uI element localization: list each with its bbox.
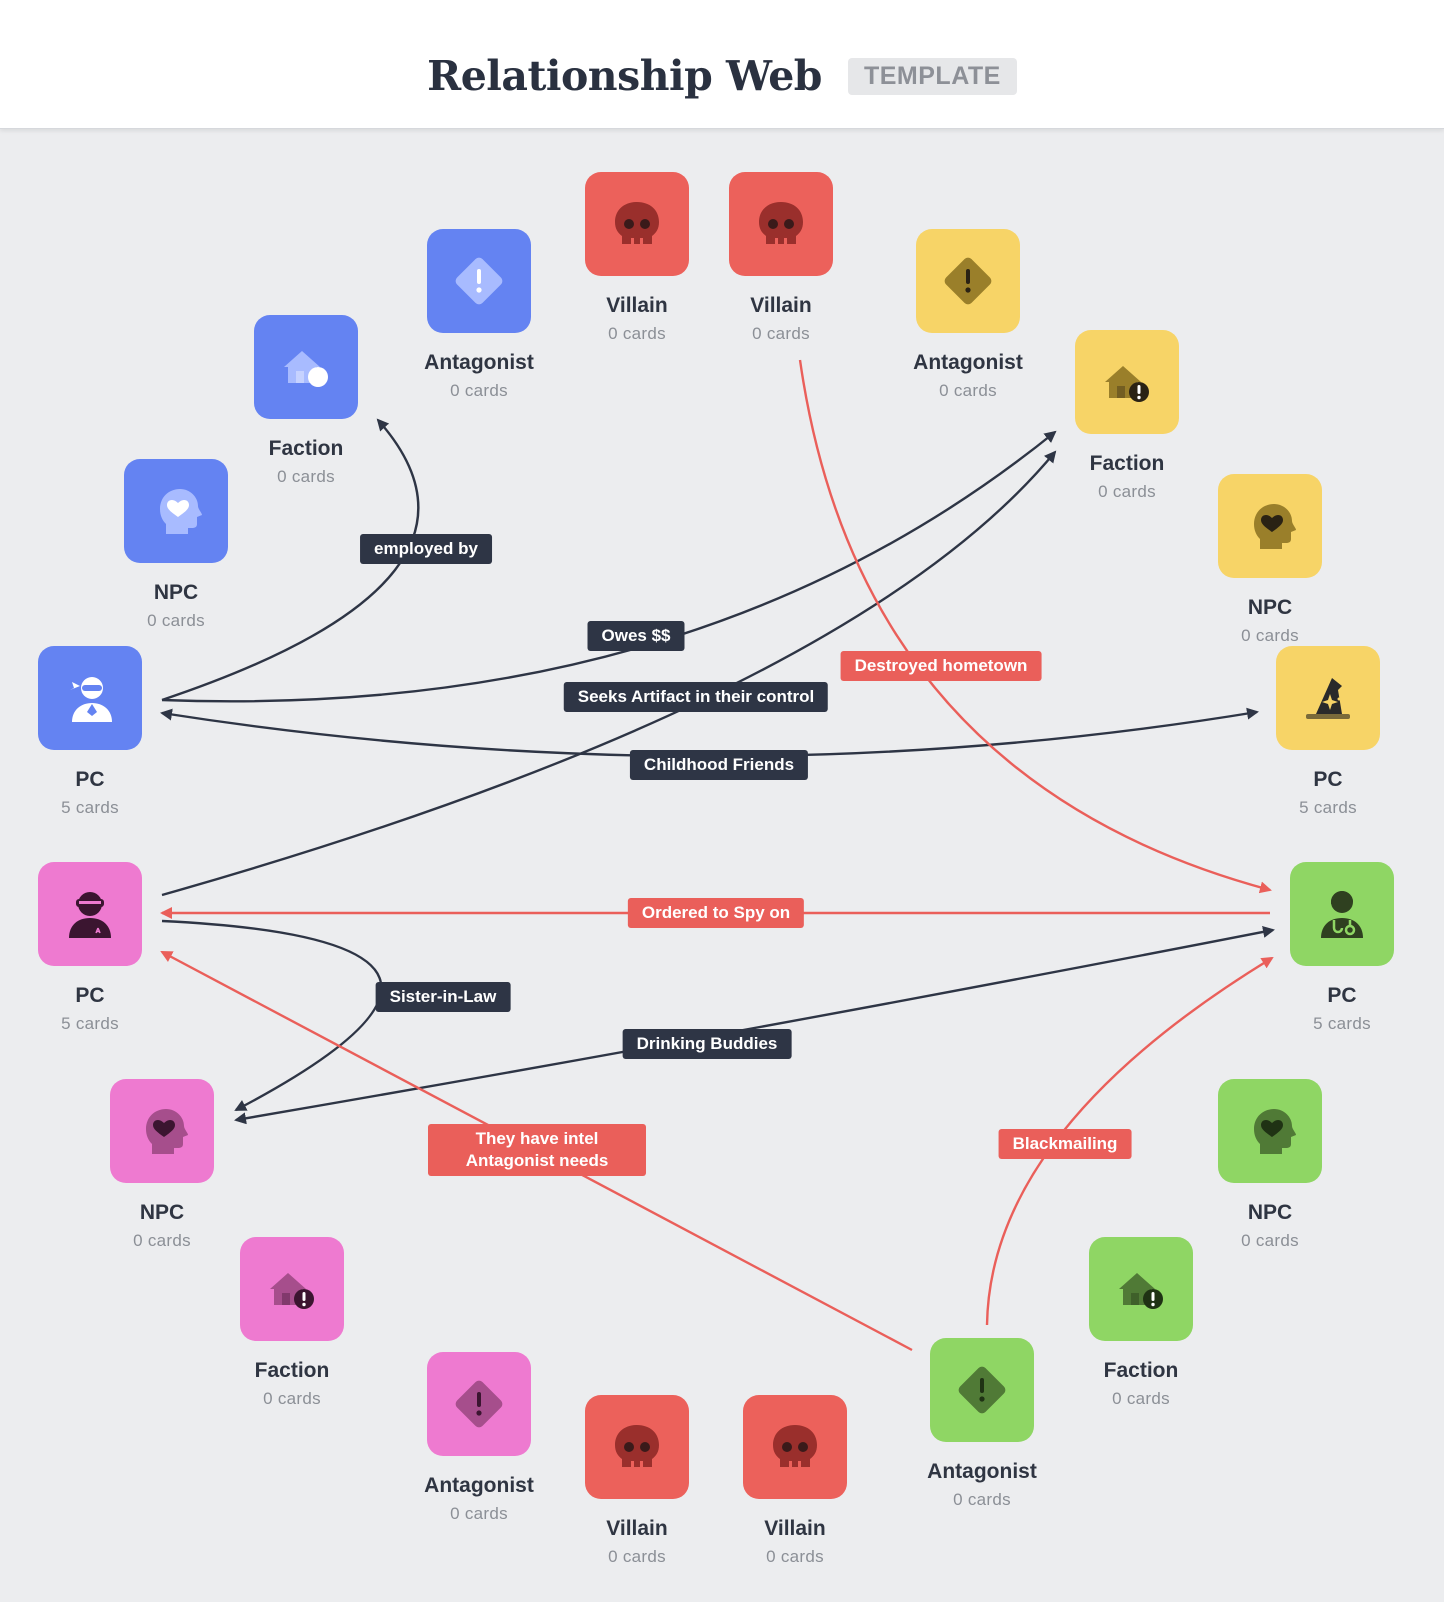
card-antagonist-blue[interactable]: Antagonist 0 cards [389, 229, 569, 401]
card-count: 0 cards [450, 1504, 508, 1523]
relationship-line-drinking-buddies[interactable] [234, 926, 1275, 1125]
card-faction-pink[interactable]: Faction 0 cards [202, 1237, 382, 1409]
card-count: 0 cards [1098, 482, 1156, 501]
card-count: 5 cards [61, 798, 119, 817]
card-count: 0 cards [133, 1231, 191, 1250]
card-label: Antagonist [424, 1474, 534, 1497]
card-pc-pink[interactable]: PC 5 cards [0, 862, 180, 1034]
card-count: 0 cards [608, 1547, 666, 1566]
relationship-label-seeks-artifact[interactable]: Seeks Artifact in their control [563, 682, 829, 712]
doctor-icon[interactable] [1290, 862, 1394, 966]
card-pc-green[interactable]: PC 5 cards [1252, 862, 1432, 1034]
card-count: 5 cards [1299, 798, 1357, 817]
house-alert-icon[interactable] [1089, 1237, 1193, 1341]
card-label: Antagonist [424, 351, 534, 374]
card-count: 0 cards [1241, 1231, 1299, 1250]
card-label: Villain [764, 1517, 826, 1540]
card-label: PC [1327, 984, 1357, 1007]
card-label: NPC [1247, 1201, 1293, 1224]
card-count: 0 cards [1112, 1389, 1170, 1408]
card-count: 0 cards [277, 467, 335, 486]
warning-diamond-icon[interactable] [930, 1338, 1034, 1442]
visor-person-icon[interactable] [38, 862, 142, 966]
card-faction-green[interactable]: Faction 0 cards [1051, 1237, 1231, 1409]
header-bar: Relationship Web TEMPLATE [0, 0, 1444, 129]
card-npc-yellow[interactable]: NPC 0 cards [1180, 474, 1360, 646]
relationship-label-ordered-to-spy[interactable]: Ordered to Spy on [627, 898, 805, 928]
page-title: Relationship Web [427, 52, 822, 100]
house-alert-icon[interactable] [1075, 330, 1179, 434]
card-count: 0 cards [752, 324, 810, 343]
card-count: 5 cards [61, 1014, 119, 1033]
card-antagonist-pink[interactable]: Antagonist 0 cards [389, 1352, 569, 1524]
card-label: PC [1313, 768, 1343, 791]
warning-diamond-icon[interactable] [427, 229, 531, 333]
card-label: Villain [606, 294, 668, 317]
relationship-label-sister-in-law[interactable]: Sister-in-Law [375, 982, 511, 1012]
card-label: Antagonist [927, 1460, 1037, 1483]
wizard-hat-icon[interactable] [1276, 646, 1380, 750]
card-faction-yellow[interactable]: Faction 0 cards [1037, 330, 1217, 502]
card-count: 0 cards [450, 381, 508, 400]
head-heart-icon[interactable] [124, 459, 228, 563]
head-heart-icon[interactable] [1218, 1079, 1322, 1183]
relationship-label-childhood-friends[interactable]: Childhood Friends [629, 750, 809, 780]
card-antagonist-yellow[interactable]: Antagonist 0 cards [878, 229, 1058, 401]
card-label: NPC [139, 1201, 185, 1224]
card-label: Faction [1089, 452, 1165, 475]
template-badge: TEMPLATE [847, 57, 1017, 95]
card-count: 0 cards [147, 611, 205, 630]
card-count: 0 cards [766, 1547, 824, 1566]
card-count: 0 cards [939, 381, 997, 400]
card-villain-top-2[interactable]: Villain 0 cards [691, 172, 871, 344]
card-villain-top-1[interactable]: Villain 0 cards [547, 172, 727, 344]
card-count: 5 cards [1313, 1014, 1371, 1033]
relationship-label-employed-by[interactable]: employed by [360, 534, 492, 564]
relationship-label-destroyed-hometown[interactable]: Destroyed hometown [840, 651, 1042, 681]
warning-diamond-icon[interactable] [916, 229, 1020, 333]
card-npc-blue[interactable]: NPC 0 cards [86, 459, 266, 631]
ninja-icon[interactable] [38, 646, 142, 750]
head-heart-icon[interactable] [110, 1079, 214, 1183]
skull-icon[interactable] [743, 1395, 847, 1499]
card-antagonist-green[interactable]: Antagonist 0 cards [892, 1338, 1072, 1510]
card-count: 0 cards [1241, 626, 1299, 645]
house-alert-icon[interactable] [240, 1237, 344, 1341]
card-count: 0 cards [263, 1389, 321, 1408]
relationship-line-destroyed-hometown[interactable] [798, 359, 1272, 894]
card-label: PC [75, 984, 105, 1007]
relationship-label-intel[interactable]: They have intel Antagonist needs [428, 1124, 646, 1176]
relationship-line-employed-by[interactable] [161, 418, 420, 702]
card-npc-pink[interactable]: NPC 0 cards [72, 1079, 252, 1251]
warning-diamond-icon[interactable] [427, 1352, 531, 1456]
card-pc-yellow[interactable]: PC 5 cards [1238, 646, 1418, 818]
head-heart-icon[interactable] [1218, 474, 1322, 578]
house-alert-icon[interactable] [254, 315, 358, 419]
card-label: Antagonist [913, 351, 1023, 374]
relationship-label-drinking-buddies[interactable]: Drinking Buddies [622, 1029, 792, 1059]
card-label: NPC [1247, 596, 1293, 619]
skull-icon[interactable] [585, 1395, 689, 1499]
relationship-label-owes[interactable]: Owes $$ [587, 621, 685, 651]
skull-icon[interactable] [729, 172, 833, 276]
card-label: PC [75, 768, 105, 791]
card-villain-bottom-2[interactable]: Villain 0 cards [705, 1395, 885, 1567]
card-label: NPC [153, 581, 199, 604]
skull-icon[interactable] [585, 172, 689, 276]
card-pc-blue[interactable]: PC 5 cards [0, 646, 180, 818]
card-label: Villain [750, 294, 812, 317]
card-villain-bottom-1[interactable]: Villain 0 cards [547, 1395, 727, 1567]
card-faction-blue[interactable]: Faction 0 cards [216, 315, 396, 487]
card-count: 0 cards [608, 324, 666, 343]
card-label: Faction [268, 437, 344, 460]
card-npc-green[interactable]: NPC 0 cards [1180, 1079, 1360, 1251]
card-label: Villain [606, 1517, 668, 1540]
card-label: Faction [1103, 1359, 1179, 1382]
card-count: 0 cards [953, 1490, 1011, 1509]
relationship-label-blackmailing[interactable]: Blackmailing [998, 1129, 1132, 1159]
card-label: Faction [254, 1359, 330, 1382]
